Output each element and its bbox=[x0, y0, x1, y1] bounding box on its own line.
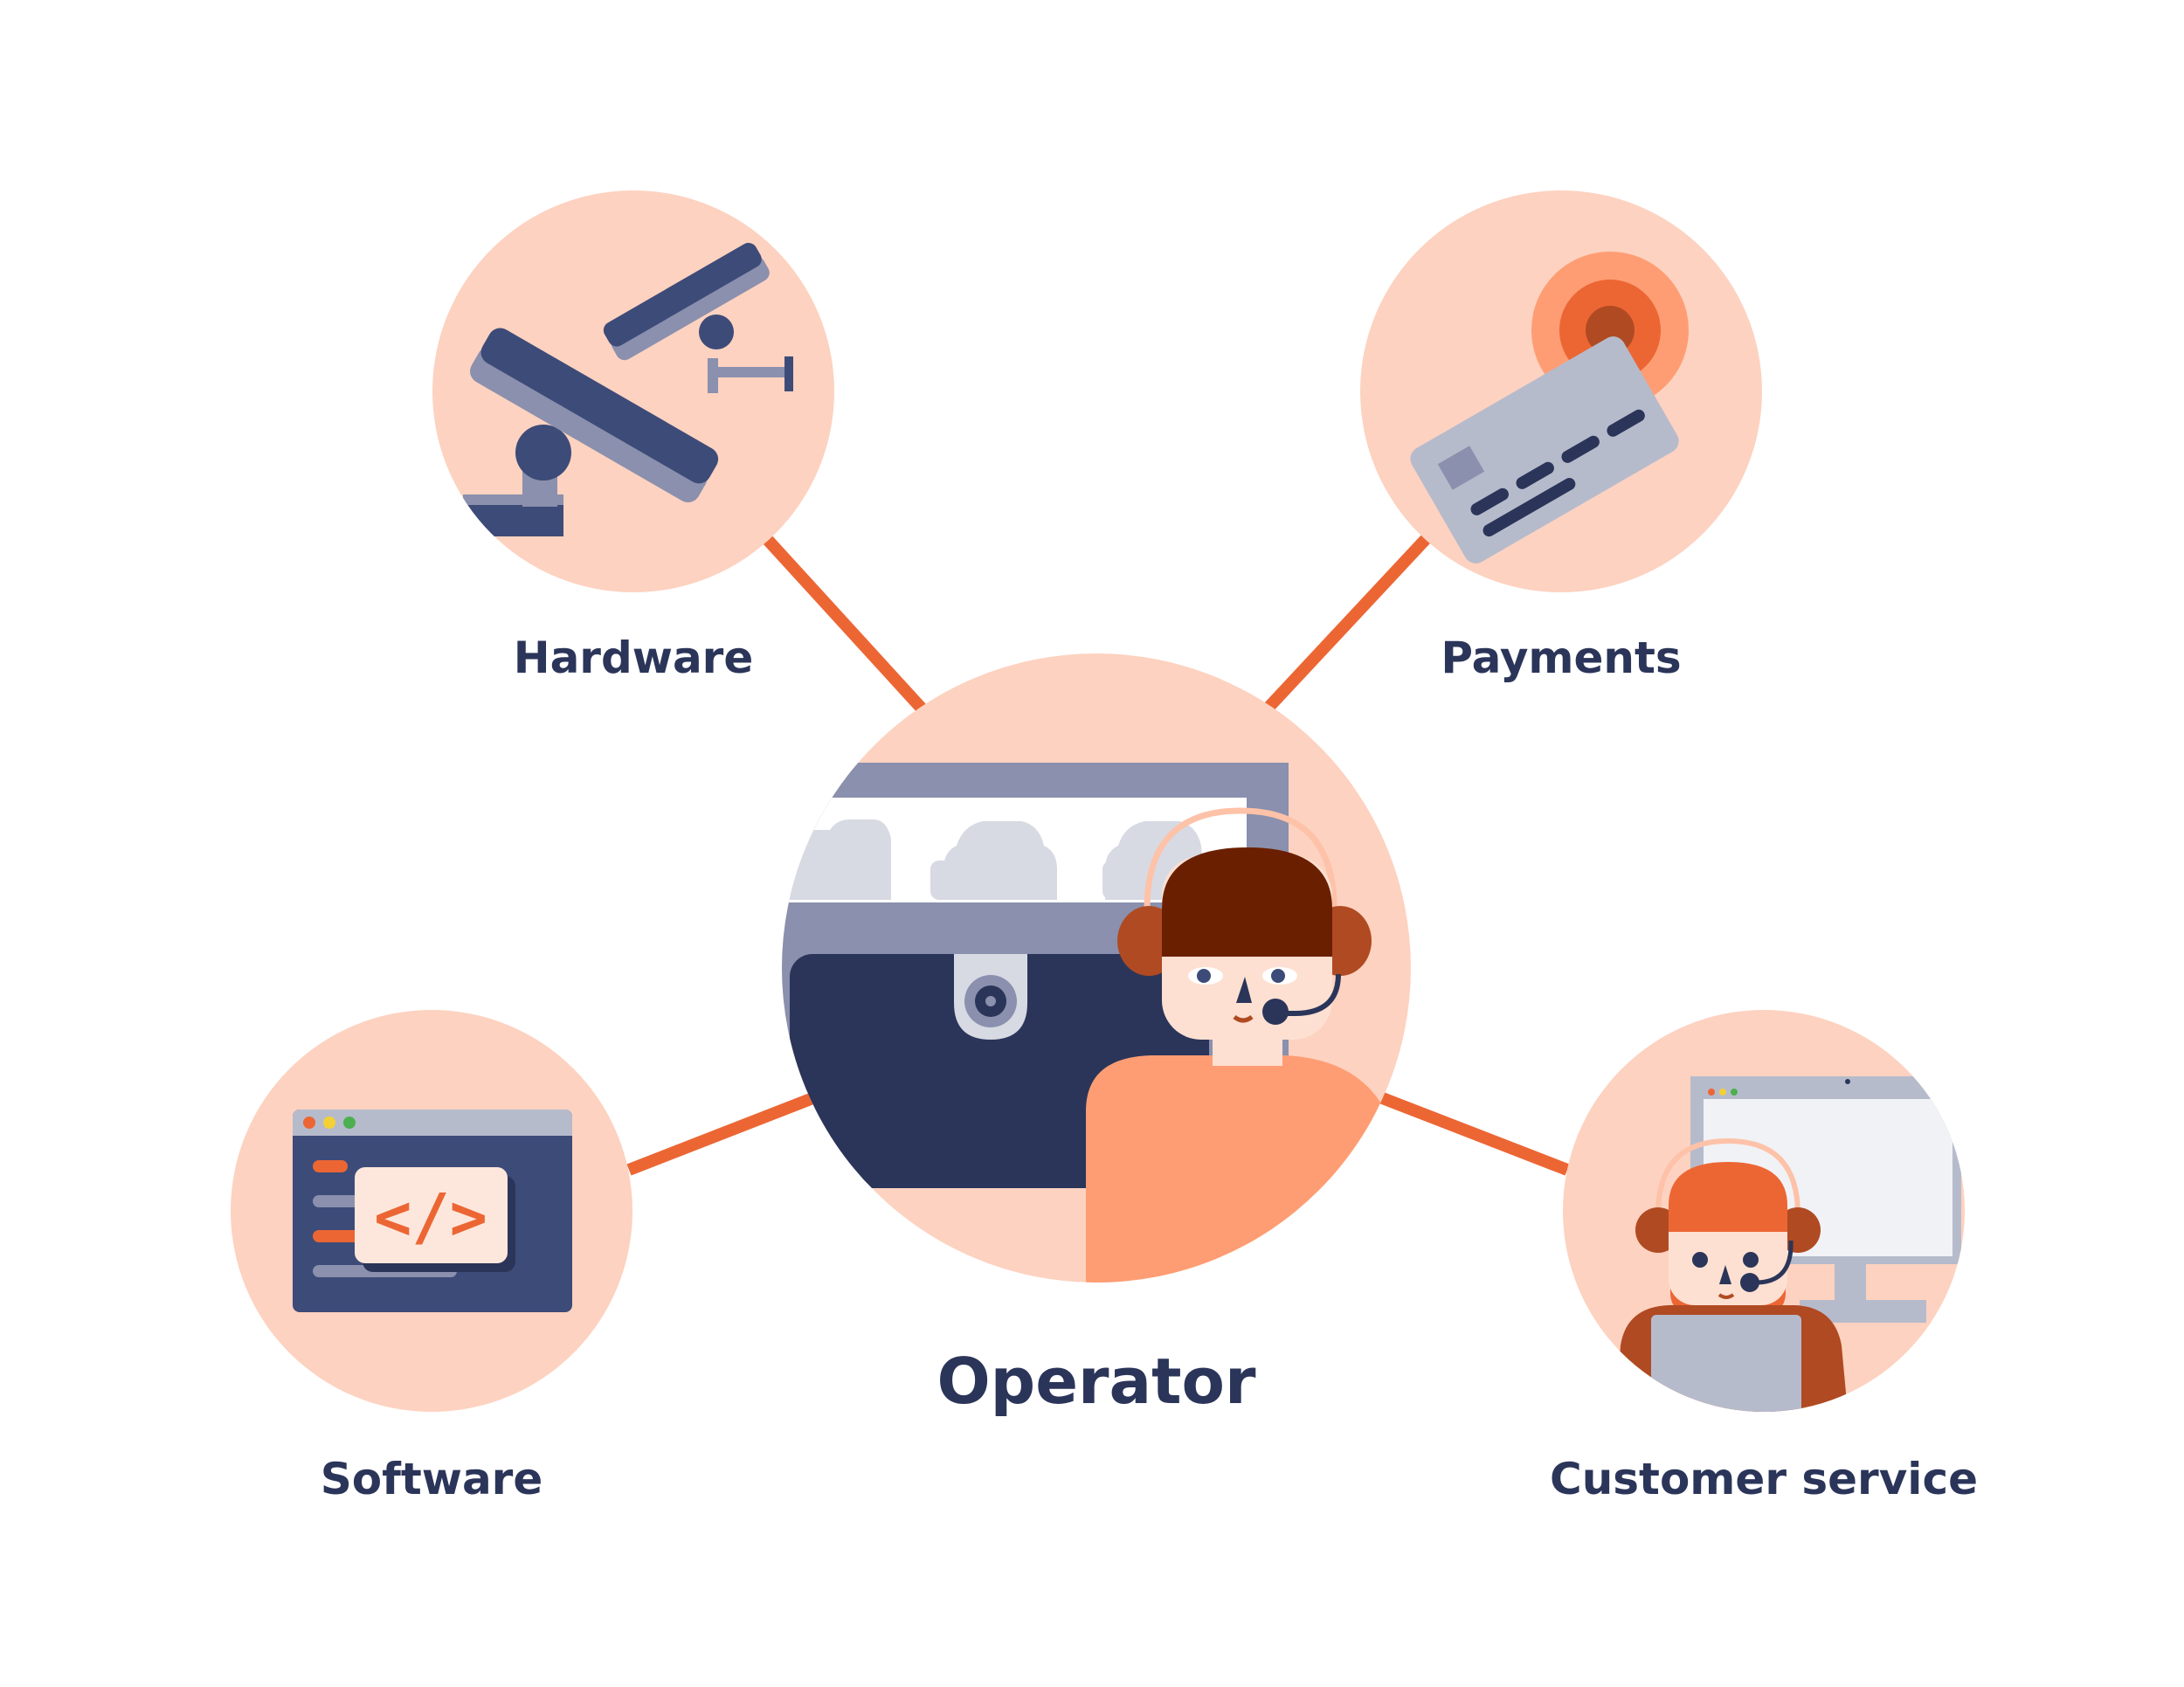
node-label-hardware: Hardware bbox=[514, 633, 754, 683]
node-software: </> Software bbox=[231, 1010, 632, 1504]
support-agent-icon bbox=[1616, 1076, 1961, 1412]
code-window-icon: </> bbox=[293, 1110, 572, 1312]
node-payments: Payments bbox=[1360, 190, 1762, 683]
node-operator: Operator bbox=[782, 653, 1411, 1418]
connector-payments bbox=[1261, 534, 1432, 714]
code-symbol: </> bbox=[374, 1180, 487, 1254]
connector-customer-service bbox=[1378, 1091, 1570, 1176]
security-camera-icon bbox=[463, 242, 793, 536]
operator-at-desk-icon bbox=[782, 763, 1389, 1283]
node-label-customer-service: Customer service bbox=[1550, 1454, 1978, 1504]
node-customer-service: Customer service bbox=[1550, 1010, 1978, 1504]
contactless-card-icon bbox=[1410, 252, 1689, 563]
node-label-software: Software bbox=[321, 1454, 543, 1504]
node-label-payments: Payments bbox=[1441, 633, 1681, 683]
connectors bbox=[626, 534, 1570, 1176]
connector-hardware bbox=[761, 534, 928, 714]
node-hardware: Hardware bbox=[432, 190, 834, 683]
node-label-operator: Operator bbox=[936, 1345, 1256, 1418]
connector-software bbox=[626, 1091, 818, 1176]
